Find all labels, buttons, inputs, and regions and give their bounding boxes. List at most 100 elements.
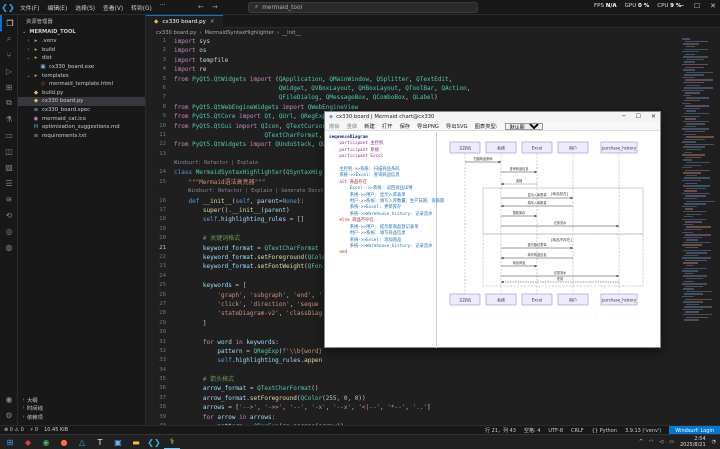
settings-gear-icon[interactable]: ⚙ xyxy=(5,410,13,420)
back-arrow-icon[interactable]: ← xyxy=(198,3,204,11)
undo-button[interactable]: 撤销 xyxy=(329,124,340,130)
file-tree-item[interactable]: ≡cx330_board.spec xyxy=(18,106,145,115)
breadcrumb-class[interactable]: MermaidSyntaxHighlighter xyxy=(204,29,274,36)
file-tree-item[interactable]: ◆build.py xyxy=(18,89,145,98)
save-button[interactable]: 保存 xyxy=(399,124,411,130)
file-tree-item[interactable]: ◉mermaid_cat.ico xyxy=(18,114,145,123)
typora-icon[interactable]: T xyxy=(97,437,103,447)
codelens[interactable]: Windsurf: Refactor | Explain xyxy=(174,160,259,167)
menu-goto[interactable]: 转到(G) xyxy=(131,5,152,12)
start-icon[interactable]: ⊞ xyxy=(6,437,14,447)
open-button[interactable]: 打开 xyxy=(381,124,393,130)
code-line[interactable]: import tempfile xyxy=(174,56,229,64)
redo-button[interactable]: 重做 xyxy=(346,124,358,130)
code-line[interactable]: for word in keywords: xyxy=(202,338,279,346)
preview-close-icon[interactable]: ✕ xyxy=(650,113,656,120)
code-line[interactable]: import os xyxy=(174,47,207,55)
status-indentation[interactable]: 空格: 4 xyxy=(523,428,541,434)
extensions-icon[interactable]: ⊞ xyxy=(5,82,13,92)
code-line[interactable]: import re xyxy=(174,66,207,74)
tray-chevron-icon[interactable]: ^ xyxy=(638,439,644,445)
file-tree-item[interactable]: ▣cx330_board.exe xyxy=(18,63,145,72)
forward-arrow-icon[interactable]: → xyxy=(211,3,218,11)
file-tree-item[interactable]: ◇mermaid_template.html xyxy=(18,80,145,89)
file-tree-item[interactable]: ≡requirements.txt xyxy=(18,132,145,141)
code-line[interactable]: 'click', 'direction', 'seque xyxy=(217,300,319,308)
volume-icon[interactable]: ◁ xyxy=(659,439,664,445)
git-graph-icon[interactable]: ◎ xyxy=(5,226,13,236)
chart-type-select[interactable]: 默认图 xyxy=(504,122,543,130)
code-line[interactable]: from PyQt5.QtWidgets import (QApplicatio… xyxy=(174,75,453,83)
menu-file[interactable]: 文件(F) xyxy=(20,5,40,12)
menu-more[interactable]: ··· xyxy=(159,2,166,9)
chrome-icon[interactable]: ◉ xyxy=(42,437,50,447)
code-line[interactable]: def __init__(self, parent=None): xyxy=(188,197,305,205)
python-app-icon[interactable]: ⚕ xyxy=(164,436,180,449)
project-root[interactable]: ⌄MERMAID_TOOL xyxy=(22,29,76,35)
code-line[interactable]: pattern = QRegExp(f'\\b{word} xyxy=(217,347,323,355)
close-tab-icon[interactable]: ✕ xyxy=(209,19,215,25)
preview-minimize-icon[interactable]: ─ xyxy=(621,113,626,120)
code-line[interactable]: arrow_format.setForeground(QColor(255, 0… xyxy=(202,394,366,402)
breadcrumb-file[interactable]: cx330 board.py xyxy=(156,29,197,36)
export-svg-button[interactable]: 导出SVG xyxy=(445,124,468,130)
file-tree-item[interactable]: ◆cx330 board.py xyxy=(18,97,145,106)
minimize-icon[interactable]: ─ xyxy=(679,2,684,10)
battery-icon[interactable]: ▭ xyxy=(669,439,674,445)
chat-icon[interactable]: ◫ xyxy=(5,146,13,156)
firefox-icon[interactable]: ● xyxy=(60,437,68,447)
image-icon[interactable]: ▨ xyxy=(5,162,13,172)
code-line[interactable]: keyword_format = QTextCharFormat xyxy=(202,244,319,252)
new-button[interactable]: 新建 xyxy=(364,124,375,130)
status-ports[interactable]: ⚡ 0 xyxy=(29,427,39,433)
code-line[interactable]: import sys xyxy=(174,38,211,45)
code-line[interactable]: keywords = [ xyxy=(202,282,247,290)
code-line[interactable]: super().__init__(parent) xyxy=(202,207,290,215)
clock[interactable]: 2:54 2025/8/21 xyxy=(680,436,706,448)
status-problems[interactable]: ⊗ 0 ⚠ 0 xyxy=(4,427,24,433)
file-tree-item[interactable]: ⌄▸dist xyxy=(18,54,145,63)
globe-icon[interactable]: ◍ xyxy=(5,242,13,252)
timeline-panel[interactable]: ›时间线 xyxy=(22,405,43,413)
code-line[interactable]: QWidget, QVBoxLayout, QHBoxLayout, QTool… xyxy=(278,84,471,92)
breadcrumb-method[interactable]: __init__ xyxy=(281,29,301,36)
tab-cx330-board[interactable]: ◆ cx330 board.py ✕ xyxy=(146,15,223,28)
code-line[interactable]: self.highlighting_rules = [] xyxy=(202,216,305,224)
code-line[interactable]: QFileDialog, QMessageBox, QComboBox, QLa… xyxy=(278,94,438,102)
explorer-icon[interactable]: ❐ xyxy=(0,15,18,31)
menu-view[interactable]: 查看(V) xyxy=(103,5,124,12)
windsurf-icon[interactable]: ≋ xyxy=(5,194,13,204)
code-line[interactable]: keyword_format.setFontWeight(QFon xyxy=(202,263,323,271)
minimap[interactable] xyxy=(682,37,715,421)
code-line[interactable] xyxy=(174,366,680,375)
dependencies-panel[interactable]: ›依赖项 xyxy=(22,413,43,421)
pinned-app-red-icon[interactable]: ◆ xyxy=(24,437,32,447)
status-encoding[interactable]: UTF-8 xyxy=(548,427,563,434)
menu-selection[interactable]: 选择(S) xyxy=(75,5,96,12)
mermaid-source-editor[interactable]: sequenceDiagram participant 主控机 particip… xyxy=(325,132,444,348)
file-tree-item[interactable]: ›▸.venv xyxy=(18,37,145,46)
search-icon[interactable]: ⌕ xyxy=(6,34,12,43)
code-line[interactable]: from PyQt5.QtGui import QIcon, QTextCurs… xyxy=(174,122,326,130)
code-line[interactable]: # 关键词格式 xyxy=(202,235,241,243)
vscode-icon[interactable]: ❮❯ xyxy=(147,437,161,447)
wifi-icon[interactable]: ◠ xyxy=(649,439,654,445)
command-center-search[interactable]: ⌕ mermaid_tool xyxy=(248,2,478,13)
code-line[interactable]: from PyQt5.QtWebEngineWidgets import QWe… xyxy=(174,103,359,111)
status-language[interactable]: {} Python xyxy=(591,427,617,434)
explorer-icon[interactable]: ▬ xyxy=(132,437,140,447)
code-line[interactable]: # 箭头格式 xyxy=(202,376,235,384)
close-icon[interactable]: ✕ xyxy=(710,2,716,10)
code-line[interactable]: keyword_format.setForeground(QColo xyxy=(202,253,326,261)
outline-panel[interactable]: ›大纲 xyxy=(22,396,38,404)
code-line[interactable]: arrow_format = QTextCharFormat() xyxy=(202,385,319,393)
file-tree-item[interactable]: ⌄▸templates xyxy=(18,71,145,80)
maximize-icon[interactable]: ☐ xyxy=(693,2,701,10)
code-line[interactable]: class MermaidSyntaxHighlighter(QSyntaxHi… xyxy=(174,169,323,177)
remote-icon[interactable]: ⧉ xyxy=(6,98,12,107)
windsurf-login-button[interactable]: Windsurf: Login xyxy=(669,426,720,435)
notifications-icon[interactable]: ◔ xyxy=(711,439,716,445)
export-png-button[interactable]: 导出PNG xyxy=(417,124,439,130)
account-icon[interactable]: ◉ xyxy=(5,394,13,404)
